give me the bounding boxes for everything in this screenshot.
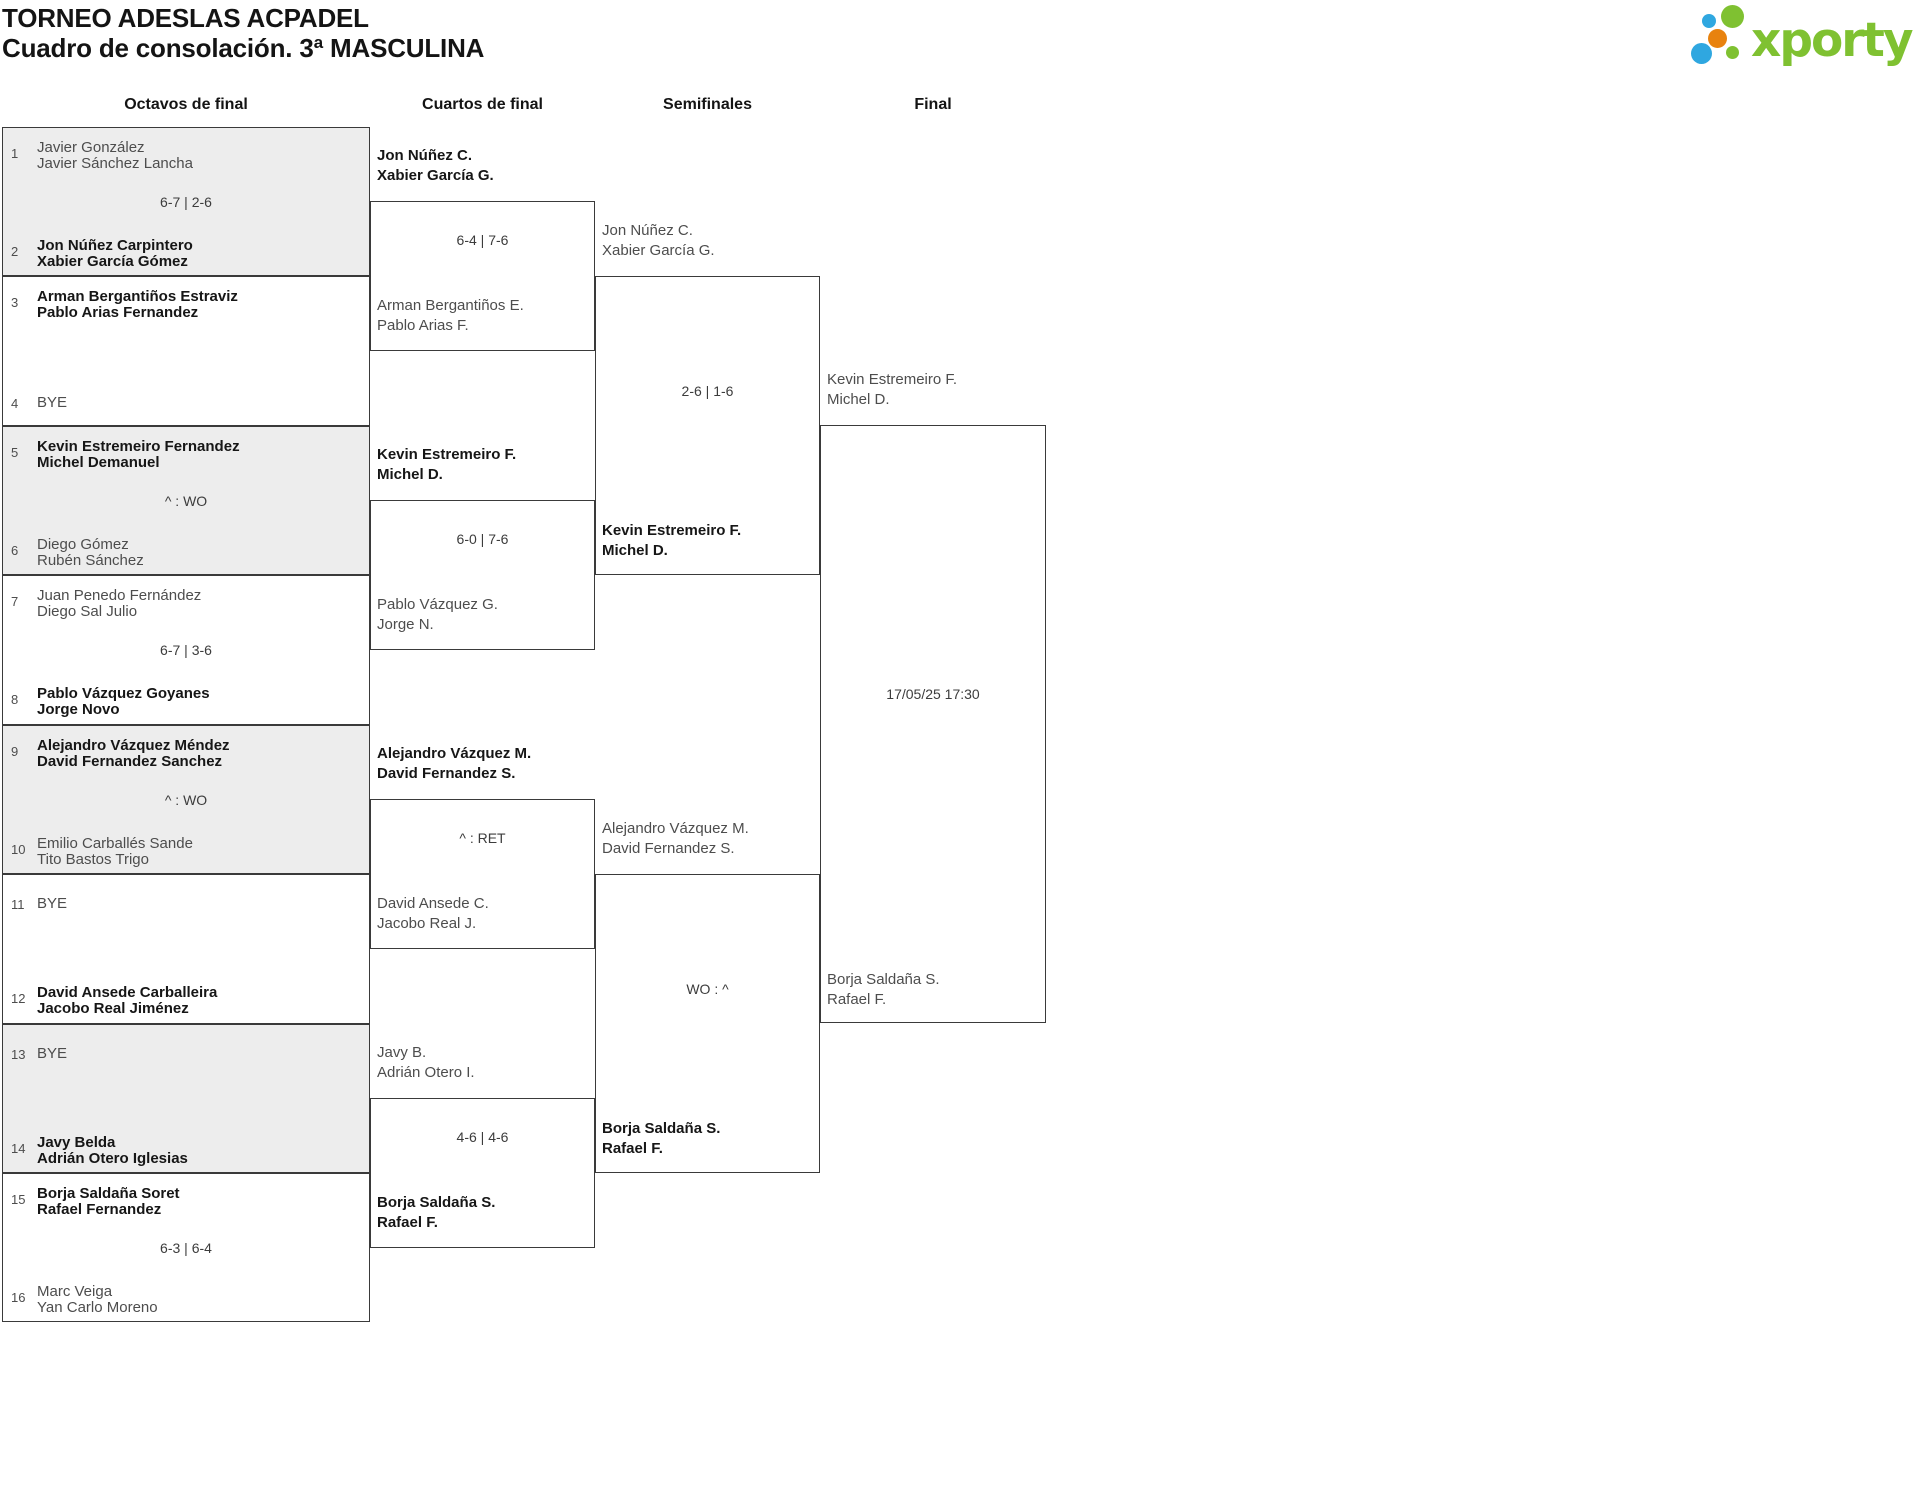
round-header-final: Final [914, 96, 952, 113]
match-score: 6-7 | 2-6 [160, 194, 212, 210]
seed-number: 6 [11, 543, 19, 558]
quarterfinal-match-2[interactable] [370, 500, 595, 650]
semifinal-match-2[interactable] [595, 874, 820, 1173]
seed-number: 11 [11, 897, 25, 912]
xporty-logo[interactable]: xporty [1685, 5, 1920, 80]
final-team-top: Kevin Estremeiro F.Michel D. [827, 371, 958, 408]
bracket-subtitle: Cuadro de consolación. 3ª MASCULINA [2, 33, 485, 63]
qf1-score: 6-4 | 7-6 [456, 232, 509, 248]
match-score: ^ : WO [164, 792, 208, 808]
seed-number: 3 [11, 295, 19, 310]
qf3-team-bottom: David Ansede C.Jacobo Real J. [377, 895, 489, 932]
sf1-team-top: Jon Núñez C.Xabier García G. [602, 222, 715, 259]
qf1-team-bottom: Arman Bergantiños E.Pablo Arias F. [377, 297, 524, 334]
sf1-team-bottom: Kevin Estremeiro F.Michel D. [602, 522, 742, 559]
match-score: 6-7 | 3-6 [160, 642, 212, 658]
quarterfinal-match-1[interactable] [370, 201, 595, 351]
seed-number: 1 [11, 146, 19, 161]
seed-number: 14 [11, 1141, 26, 1156]
seed-number: 7 [11, 594, 19, 609]
bye-label: BYE [37, 394, 68, 411]
round-header-cuartos: Cuartos de final [422, 96, 543, 113]
qf3-team-top: Alejandro Vázquez M.David Fernandez S. [377, 745, 532, 782]
sf2-team-top: Alejandro Vázquez M.David Fernandez S. [602, 820, 749, 857]
round-header-semis: Semifinales [663, 96, 752, 113]
logo-dot-big-green [1721, 5, 1744, 28]
qf3-score: ^ : RET [459, 830, 506, 846]
logo-wordmark: xporty [1751, 13, 1914, 68]
qf2-score: 6-0 | 7-6 [456, 531, 509, 547]
bye-label: BYE [37, 895, 68, 912]
qf1-team-top: Jon Núñez C.Xabier García G. [377, 147, 494, 184]
seed-number: 4 [11, 396, 19, 411]
tournament-name: TORNEO ADESLAS ACPADEL [2, 3, 369, 33]
qf4-team-bottom: Borja Saldaña S.Rafael F. [377, 1194, 496, 1231]
seed-number: 8 [11, 692, 19, 707]
seed-number: 15 [11, 1192, 26, 1207]
semifinal-match-1[interactable] [595, 276, 820, 575]
bye-label: BYE [37, 1045, 68, 1062]
logo-dot-small-blue [1702, 14, 1716, 28]
quarterfinal-match-4[interactable] [370, 1098, 595, 1248]
final-schedule: 17/05/25 17:30 [886, 686, 980, 702]
sf2-score: WO : ^ [686, 981, 729, 997]
seed-number: 9 [11, 744, 19, 759]
qf2-team-bottom: Pablo Vázquez G.Jorge N. [377, 596, 498, 633]
sf1-score: 2-6 | 1-6 [681, 383, 734, 399]
seed-number: 16 [11, 1290, 26, 1305]
final-match[interactable] [820, 425, 1046, 1023]
qf4-score: 4-6 | 4-6 [456, 1129, 509, 1145]
final-team-bottom: Borja Saldaña S.Rafael F. [827, 971, 940, 1008]
match-score: 6-3 | 6-4 [160, 1240, 212, 1256]
logo-dot-big-blue [1691, 43, 1712, 64]
page-title: TORNEO ADESLAS ACPADEL Cuadro de consola… [2, 3, 484, 63]
seed-number: 10 [11, 842, 26, 857]
logo-dot-small-green [1726, 46, 1739, 59]
qf4-team-top: Javy B.Adrián Otero I. [377, 1044, 475, 1081]
qf2-team-top: Kevin Estremeiro F.Michel D. [377, 446, 517, 483]
seed-number: 5 [11, 445, 19, 460]
round-header-octavos: Octavos de final [124, 96, 248, 113]
seed-number: 12 [11, 991, 26, 1006]
match-score: ^ : WO [164, 493, 208, 509]
logo-dot-orange [1708, 29, 1727, 48]
seed-number: 2 [11, 244, 19, 259]
quarterfinal-match-3[interactable] [370, 799, 595, 949]
seed-number: 13 [11, 1047, 26, 1062]
sf2-team-bottom: Borja Saldaña S.Rafael F. [602, 1120, 721, 1157]
